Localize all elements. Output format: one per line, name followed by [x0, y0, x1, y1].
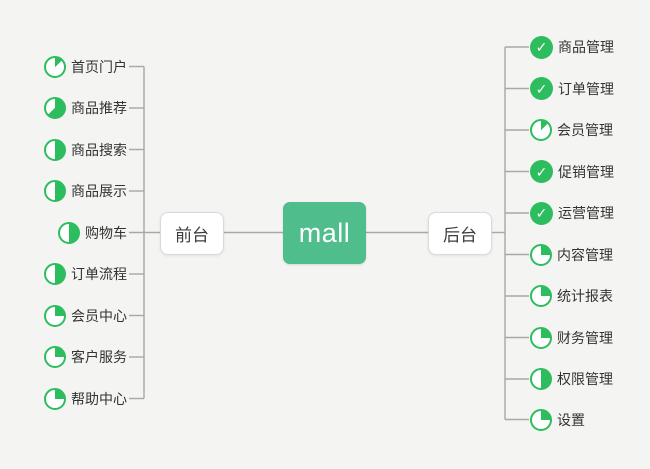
root-node-mall[interactable]: mall [283, 202, 366, 264]
pie-progress-icon [44, 263, 66, 285]
list-item-label: 商品推荐 [71, 100, 127, 116]
list-item[interactable]: 商品推荐 [44, 96, 127, 120]
list-item[interactable]: 购物车 [58, 221, 127, 245]
list-item[interactable]: 权限管理 [530, 367, 613, 391]
pie-progress-icon [530, 285, 552, 307]
branch-node-backend[interactable]: 后台 [428, 212, 492, 255]
list-item-label: 订单流程 [71, 266, 127, 282]
pie-progress-icon [530, 408, 552, 431]
list-item-label: 购物车 [85, 224, 127, 241]
list-item-label: 订单管理 [558, 80, 614, 97]
list-item[interactable]: 订单管理 [530, 77, 614, 101]
list-item-label: 财务管理 [557, 329, 613, 346]
list-item[interactable]: 设置 [530, 408, 585, 432]
list-item[interactable]: 商品搜索 [44, 138, 127, 162]
pie-progress-icon [44, 97, 66, 119]
check-circle-icon [530, 160, 553, 183]
list-item-label: 统计报表 [557, 288, 613, 304]
branch-node-frontend[interactable]: 前台 [160, 212, 224, 255]
list-item[interactable]: 财务管理 [530, 326, 613, 350]
list-item-label: 内容管理 [557, 246, 613, 263]
list-item-label: 客户服务 [71, 349, 127, 365]
list-item[interactable]: 内容管理 [530, 243, 613, 267]
pie-progress-icon [44, 387, 66, 410]
list-item-label: 会员中心 [71, 307, 127, 324]
pie-progress-icon [44, 346, 66, 368]
list-item-label: 首页门户 [71, 58, 127, 75]
list-item[interactable]: 客户服务 [44, 345, 127, 369]
list-item[interactable]: 会员管理 [530, 118, 613, 142]
list-item-label: 权限管理 [557, 371, 613, 387]
list-item[interactable]: 运营管理 [530, 201, 614, 225]
list-item[interactable]: 统计报表 [530, 284, 613, 308]
list-item[interactable]: 帮助中心 [44, 387, 127, 411]
pie-progress-icon [44, 180, 66, 202]
check-circle-icon [530, 35, 553, 59]
pie-progress-icon [530, 368, 552, 390]
list-item-label: 商品搜索 [71, 141, 127, 158]
list-item[interactable]: 会员中心 [44, 304, 127, 328]
check-circle-icon [530, 201, 553, 225]
list-item[interactable]: 促销管理 [530, 160, 614, 184]
pie-progress-icon [44, 304, 66, 327]
pie-progress-icon [58, 221, 80, 244]
list-item[interactable]: 首页门户 [44, 55, 127, 79]
list-item[interactable]: 商品展示 [44, 179, 127, 203]
pie-progress-icon [530, 326, 552, 349]
list-item-label: 设置 [557, 411, 585, 428]
list-item-label: 商品展示 [71, 183, 127, 199]
list-item-label: 会员管理 [557, 122, 613, 138]
pie-progress-icon [530, 119, 552, 141]
list-item-label: 帮助中心 [71, 390, 127, 407]
pie-progress-icon [530, 243, 552, 266]
list-item-label: 运营管理 [558, 205, 614, 221]
list-item-label: 促销管理 [558, 163, 614, 180]
check-circle-icon [530, 77, 553, 100]
list-item[interactable]: 商品管理 [530, 35, 614, 59]
pie-progress-icon [44, 55, 66, 78]
list-item-label: 商品管理 [558, 39, 614, 55]
pie-progress-icon [44, 138, 66, 161]
list-item[interactable]: 订单流程 [44, 262, 127, 286]
